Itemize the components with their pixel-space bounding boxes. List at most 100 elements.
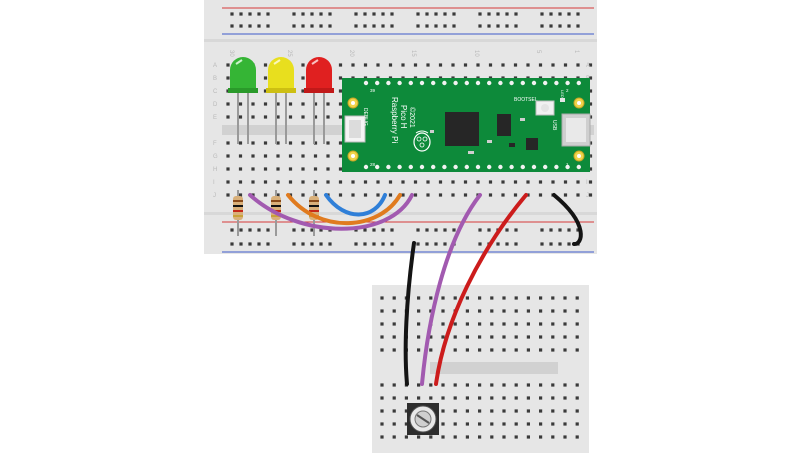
breadboard-hole [563, 435, 567, 439]
breadboard-hole [441, 322, 445, 326]
pin-label-28: 28 [370, 162, 376, 167]
rail-hole [576, 24, 580, 28]
row-letter: A [213, 63, 217, 69]
wire-red-pot [434, 193, 528, 386]
pico-pin [487, 80, 492, 86]
breadboard-hole [417, 396, 421, 400]
breadboard-hole [238, 180, 243, 184]
pico-pin [554, 164, 559, 170]
breadboard-hole [588, 180, 593, 184]
rail-hole [381, 242, 385, 246]
breadboard-hole [563, 409, 567, 413]
breadboard-hole [392, 296, 396, 300]
breadboard-hole [539, 322, 543, 326]
breadboard-hole [401, 180, 405, 184]
breadboard-hole [526, 322, 530, 326]
pico-pin [576, 164, 581, 170]
breadboard-hole [453, 435, 457, 439]
rail-hole [239, 228, 243, 232]
rail-hole [372, 24, 376, 28]
breadboard-hole [417, 435, 421, 439]
rail-hole [381, 228, 385, 232]
breadboard-hole [276, 154, 280, 158]
wire-black-gnd [552, 193, 583, 246]
rail-hole [576, 12, 580, 16]
board-name: Raspberry Pi [390, 97, 399, 143]
rail-hole [239, 24, 243, 28]
breadboard-hole [251, 102, 255, 106]
rail-hole [505, 242, 509, 246]
breadboard-hole [490, 435, 494, 439]
board-model: Pico H [399, 105, 408, 129]
breadboard-hole [501, 180, 505, 184]
rail-hole [478, 24, 482, 28]
breadboard-hole [441, 396, 445, 400]
breadboard-hole [563, 296, 567, 300]
rail-hole [292, 24, 296, 28]
breadboard-hole [338, 89, 343, 93]
rail-hole [487, 12, 491, 16]
breadboard-hole [288, 115, 293, 119]
breadboard-hole [502, 348, 506, 352]
rail-hole [540, 12, 544, 16]
rail-hole [416, 228, 420, 232]
led-red [304, 57, 334, 93]
rail-hole [514, 228, 518, 232]
breadboard-hole [301, 102, 305, 106]
raspberry-logo-icon [413, 130, 431, 152]
rail-hole [363, 228, 367, 232]
breadboard-hole [404, 396, 408, 400]
rail-hole [239, 12, 243, 16]
breadboard-hole [392, 409, 396, 413]
row-letter: I [213, 180, 215, 186]
rail-hole [239, 242, 243, 246]
breadboard-hole [392, 335, 396, 339]
rail-hole [505, 12, 509, 16]
breadboard-hole [392, 309, 396, 313]
led-green [228, 57, 258, 93]
breadboard-hole [478, 435, 482, 439]
breadboard-hole [476, 63, 480, 67]
breadboard-hole [502, 396, 506, 400]
breadboard-hole [502, 322, 506, 326]
breadboard-hole [401, 63, 405, 67]
rail-hole [381, 12, 385, 16]
breadboard-hole [490, 322, 494, 326]
breadboard-hole [463, 63, 468, 67]
rail-hole [549, 242, 553, 246]
breadboard-hole [426, 193, 430, 197]
pico-pin [397, 164, 402, 170]
rail-hole [514, 24, 518, 28]
breadboard-hole [539, 409, 543, 413]
breadboard-hole [575, 396, 579, 400]
pin-label-2: 2 [566, 88, 569, 93]
breadboard-hole [380, 383, 384, 387]
rail-hole [496, 12, 500, 16]
pico-pin [363, 164, 369, 170]
breadboard-hole [351, 193, 355, 197]
rail-hole [416, 24, 420, 28]
breadboard-hole [404, 409, 408, 413]
pico-pin [419, 80, 425, 86]
breadboard-hole [538, 193, 543, 197]
row-letter: G [213, 154, 218, 160]
rail-hole [372, 242, 376, 246]
breadboard-hole [514, 296, 518, 300]
rail-hole [425, 228, 429, 232]
potentiometer [407, 403, 439, 435]
rail-hole [567, 228, 571, 232]
breadboard-hole [238, 154, 243, 158]
breadboard-hole [251, 141, 255, 145]
rail-hole [266, 228, 270, 232]
breadboard-hole [551, 63, 555, 67]
breadboard-hole [563, 63, 568, 67]
pin-label-1: 1 [566, 162, 569, 167]
rail-hole [558, 228, 562, 232]
rail-hole [452, 12, 456, 16]
breadboard-hole [526, 396, 530, 400]
breadboard-hole [238, 167, 243, 171]
rail-hole [292, 242, 296, 246]
breadboard-hole [490, 422, 494, 426]
breadboard-hole [490, 296, 494, 300]
pico-pin [543, 80, 548, 86]
